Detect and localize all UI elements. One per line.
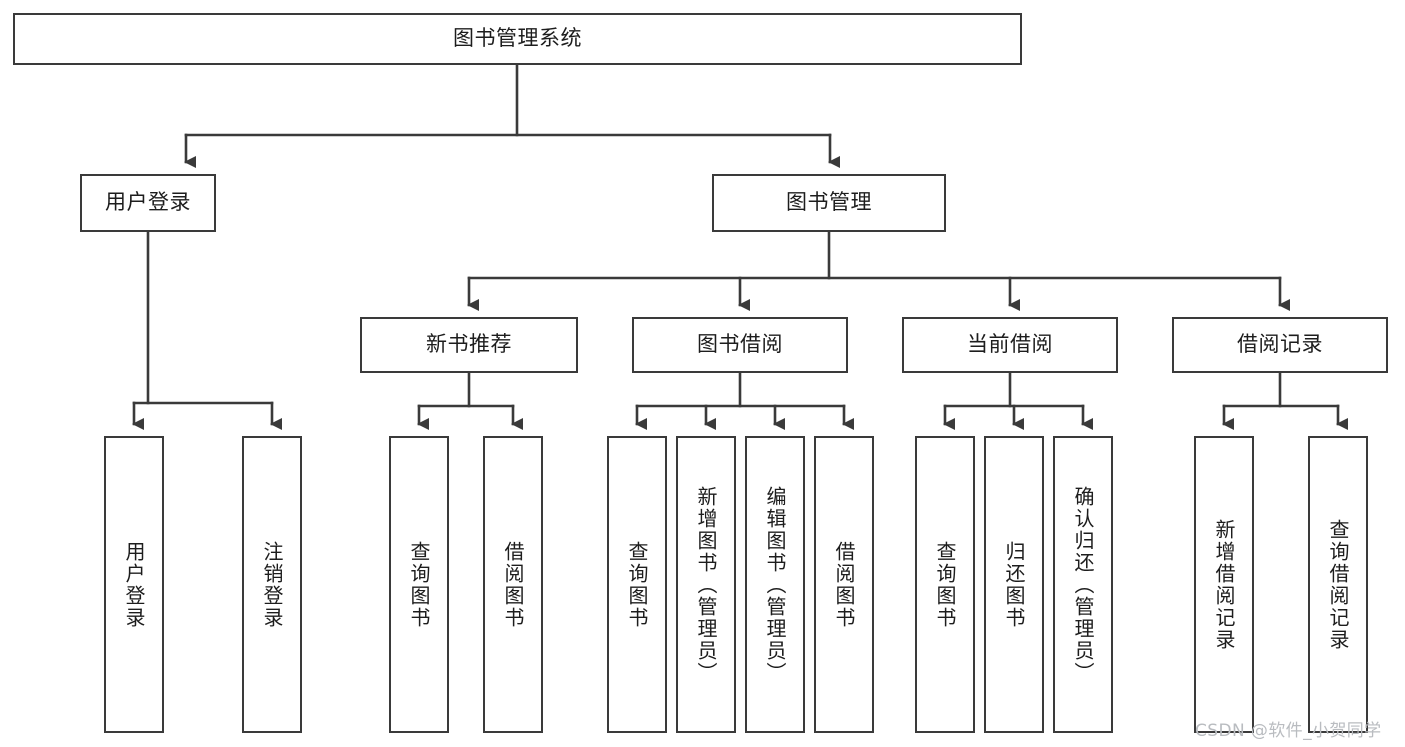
node-borrow-record[interactable]: 借阅记录 <box>1172 317 1388 373</box>
leaf-node-label: 查询借阅记录 <box>1326 518 1350 651</box>
node-book-borrow[interactable]: 图书借阅 <box>632 317 848 373</box>
node-book-management[interactable]: 图书管理 <box>712 174 946 232</box>
csdn-watermark: CSDN @软件_小贺同学 <box>1195 721 1382 741</box>
leaf-node-label: 新增借阅记录 <box>1212 518 1236 651</box>
leaf-node[interactable]: 借阅图书 <box>814 436 874 733</box>
leaf-node[interactable]: 归还图书 <box>984 436 1044 733</box>
leaf-node[interactable]: 借阅图书 <box>483 436 543 733</box>
leaf-node-label: 归还图书 <box>1002 540 1026 629</box>
leaf-node-label: 注销登录 <box>260 540 284 629</box>
leaf-node[interactable]: 编辑图书（管理员） <box>745 436 805 733</box>
leaf-node-label: 新增图书（管理员） <box>694 485 718 684</box>
node-current-borrow-label: 当前借阅 <box>967 332 1053 357</box>
leaf-node-label: 编辑图书（管理员） <box>763 485 787 684</box>
node-borrow-record-label: 借阅记录 <box>1237 332 1323 357</box>
leaf-node[interactable]: 用户登录 <box>104 436 164 733</box>
leaf-node[interactable]: 新增借阅记录 <box>1194 436 1254 733</box>
leaf-node[interactable]: 新增图书（管理员） <box>676 436 736 733</box>
leaf-node[interactable]: 查询借阅记录 <box>1308 436 1368 733</box>
node-user-login-label: 用户登录 <box>105 190 191 215</box>
node-new-book-recommend-label: 新书推荐 <box>426 332 512 357</box>
leaf-node-label: 用户登录 <box>122 540 146 629</box>
node-book-borrow-label: 图书借阅 <box>697 332 783 357</box>
leaf-node[interactable]: 查询图书 <box>389 436 449 733</box>
leaf-node[interactable]: 查询图书 <box>915 436 975 733</box>
node-root[interactable]: 图书管理系统 <box>13 13 1022 65</box>
leaf-node-label: 借阅图书 <box>832 540 856 629</box>
leaf-node[interactable]: 确认归还（管理员） <box>1053 436 1113 733</box>
leaf-node-label: 借阅图书 <box>501 540 525 629</box>
leaf-node-label: 查询图书 <box>407 540 431 629</box>
leaf-node-label: 查询图书 <box>625 540 649 629</box>
leaf-node-label: 确认归还（管理员） <box>1071 485 1095 684</box>
node-book-management-label: 图书管理 <box>786 190 872 215</box>
leaf-node[interactable]: 注销登录 <box>242 436 302 733</box>
leaf-node[interactable]: 查询图书 <box>607 436 667 733</box>
node-user-login[interactable]: 用户登录 <box>80 174 216 232</box>
node-root-label: 图书管理系统 <box>453 26 582 51</box>
leaf-node-label: 查询图书 <box>933 540 957 629</box>
node-new-book-recommend[interactable]: 新书推荐 <box>360 317 578 373</box>
node-current-borrow[interactable]: 当前借阅 <box>902 317 1118 373</box>
